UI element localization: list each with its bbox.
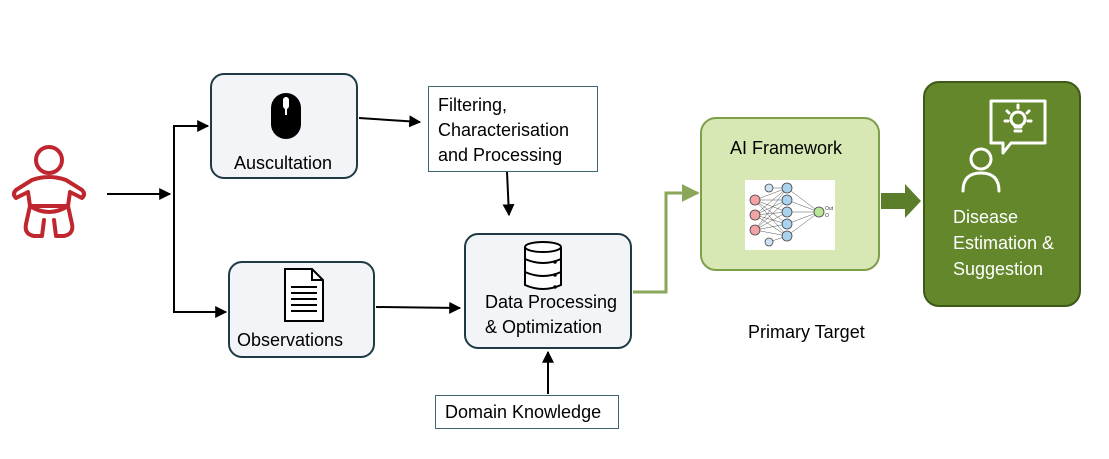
ai-framework-box: AI Framework Out O — [700, 117, 880, 271]
disease-estimation-box: Disease Estimation & Suggestion — [923, 81, 1081, 307]
filtering-line-3: and Processing — [438, 145, 563, 165]
person-idea-icon — [961, 99, 1047, 193]
neural-network-icon: Out O — [745, 180, 835, 250]
arrow-data-to-ai — [633, 184, 700, 294]
observations-box: Observations — [228, 261, 375, 358]
data-processing-line-2: & Optimization — [485, 317, 603, 337]
database-icon — [524, 241, 562, 290]
svg-text:O: O — [825, 213, 829, 219]
domain-knowledge-box: Domain Knowledge — [435, 395, 619, 429]
svg-text:Out: Out — [825, 206, 834, 212]
baby-icon — [12, 145, 86, 238]
disease-line-1: Disease — [953, 207, 1019, 227]
ai-framework-label: AI Framework — [730, 138, 843, 158]
filtering-box: Filtering, Characterisation and Processi… — [428, 86, 598, 172]
auscultation-label: Auscultation — [234, 153, 333, 173]
mouse-icon — [271, 93, 301, 139]
data-processing-box: Data Processing & Optimization — [464, 233, 632, 349]
document-icon — [284, 268, 324, 322]
arrow-auscultation-to-filtering — [358, 115, 422, 128]
primary-target-label: Primary Target — [748, 322, 865, 342]
arrow-ai-to-disease — [881, 184, 921, 218]
observations-label: Observations — [237, 330, 344, 350]
arrow-observations-to-data — [375, 301, 462, 314]
domain-knowledge-label: Domain Knowledge — [445, 402, 602, 422]
arrow-filtering-to-data — [502, 171, 515, 217]
filtering-line-2: Characterisation — [438, 120, 570, 140]
data-processing-line-1: Data Processing — [485, 292, 618, 312]
disease-line-2: Estimation & — [953, 233, 1055, 253]
disease-line-3: Suggestion — [953, 259, 1044, 279]
auscultation-box: Auscultation — [210, 73, 358, 179]
filtering-line-1: Filtering, — [438, 95, 508, 115]
